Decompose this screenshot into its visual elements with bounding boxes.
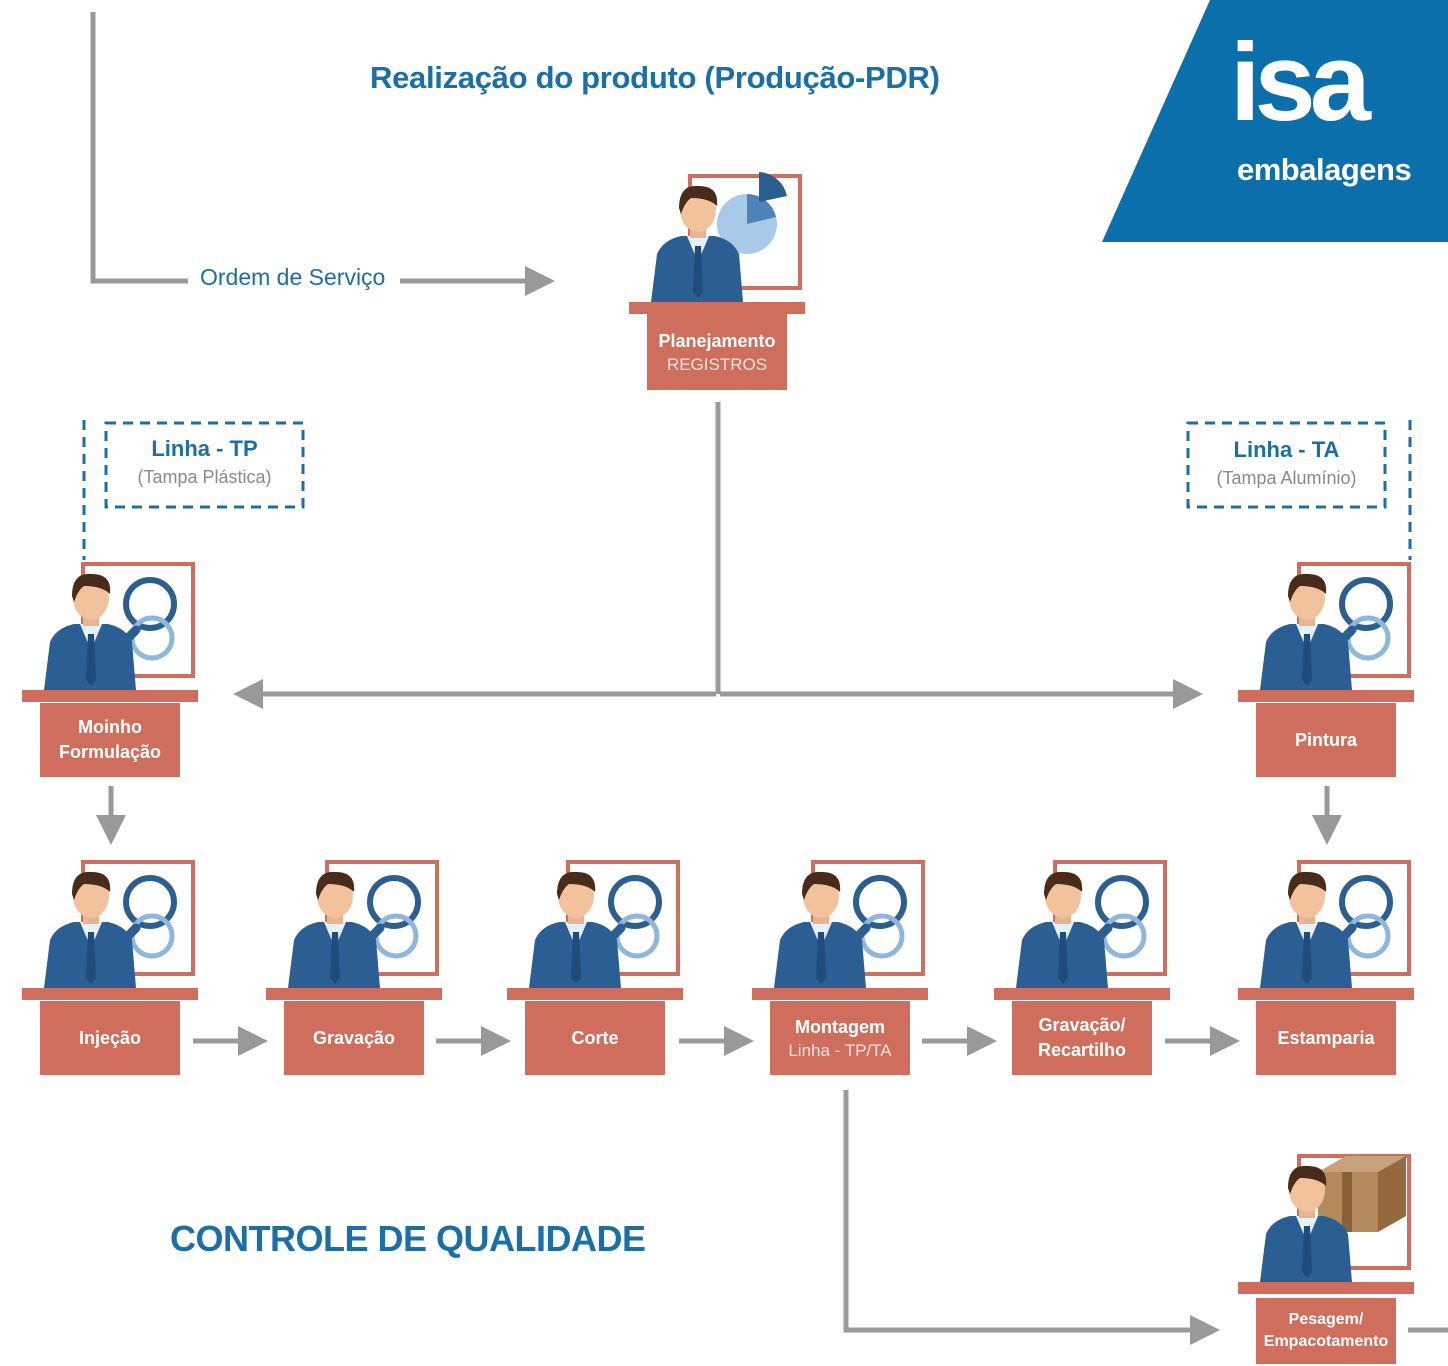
- quality-control-title: CONTROLE DE QUALIDADE: [170, 1218, 646, 1259]
- line-tp-title: Linha - TP: [151, 436, 258, 461]
- desk: [22, 988, 198, 1000]
- station-planejamento-name: Planejamento: [658, 330, 776, 351]
- station-montagem-name: Montagem: [795, 1016, 885, 1037]
- station-pintura-name: Pintura: [1294, 729, 1357, 750]
- station-pesagem-name: Pesagem/ Empacotamento: [1263, 1311, 1389, 1350]
- line-ta-box: [1186, 421, 1387, 509]
- desk: [22, 690, 198, 702]
- page-title: Realização do produto (Produção-PDR): [370, 60, 940, 95]
- station-planejamento-sub: REGISTROS: [666, 354, 768, 374]
- line-tp-box: [104, 421, 305, 509]
- station-figure-gravacao-recartilho: [994, 860, 1170, 1000]
- station-gravacao-name: Gravação: [312, 1027, 396, 1048]
- station-figure-injecao: [22, 860, 198, 1000]
- logo-brand: isa: [1230, 21, 1371, 144]
- station-moinho-name: Moinho Formulação: [58, 717, 162, 762]
- pie-chart-icon: [717, 172, 787, 254]
- station-figure-montagem: [752, 860, 928, 1000]
- station-figure-corte: [507, 860, 683, 1000]
- station-montagem: Montagem Linha - TP/TA: [770, 1001, 910, 1075]
- desk: [994, 988, 1170, 1000]
- line-tp-detail: (Tampa Plástica): [137, 467, 272, 487]
- station-moinho: Moinho Formulação: [40, 703, 180, 777]
- station-figure-pintura: [1238, 562, 1414, 702]
- station-injecao: Injeção: [40, 1001, 180, 1075]
- station-corte-name: Corte: [571, 1027, 619, 1048]
- logo-tagline: embalagens: [1237, 152, 1412, 187]
- station-planejamento: Planejamento REGISTROS: [647, 314, 787, 390]
- logo-background: [1102, 0, 1448, 242]
- desk: [1238, 988, 1414, 1000]
- station-pintura: Pintura: [1256, 703, 1396, 777]
- station-montagem-sub: Linha - TP/TA: [788, 1040, 892, 1060]
- line-ta-detail: (Tampa Alumínio): [1216, 468, 1357, 488]
- order-label: Ordem de Serviço: [200, 264, 386, 290]
- station-corte: Corte: [525, 1001, 665, 1075]
- desk: [629, 302, 805, 314]
- desk: [1238, 1282, 1414, 1294]
- station-injecao-name: Injeção: [78, 1027, 142, 1048]
- desk: [752, 988, 928, 1000]
- station-figure-moinho: [22, 562, 198, 702]
- station-estamparia: Estamparia: [1256, 1001, 1396, 1075]
- station-figure-gravacao: [266, 860, 442, 1000]
- station-gravacao: Gravação: [284, 1001, 424, 1075]
- station-figure-planejamento: [629, 172, 805, 314]
- station-gravacao-recartilho-name: Gravação/ Recartilho: [1037, 1015, 1127, 1060]
- station-gravacao-recartilho: Gravação/ Recartilho: [1012, 1001, 1152, 1075]
- desk: [1238, 690, 1414, 702]
- station-figure-pesagem: [1238, 1154, 1414, 1294]
- line-ta-title: Linha - TA: [1233, 437, 1340, 462]
- station-figure-estamparia: [1238, 860, 1414, 1000]
- montagem-down-connector: [843, 1090, 1220, 1345]
- order-connector: [90, 12, 188, 284]
- desk: [266, 988, 442, 1000]
- station-estamparia-name: Estamparia: [1277, 1027, 1375, 1048]
- station-pesagem: Pesagem/ Empacotamento: [1256, 1298, 1396, 1364]
- desk: [507, 988, 683, 1000]
